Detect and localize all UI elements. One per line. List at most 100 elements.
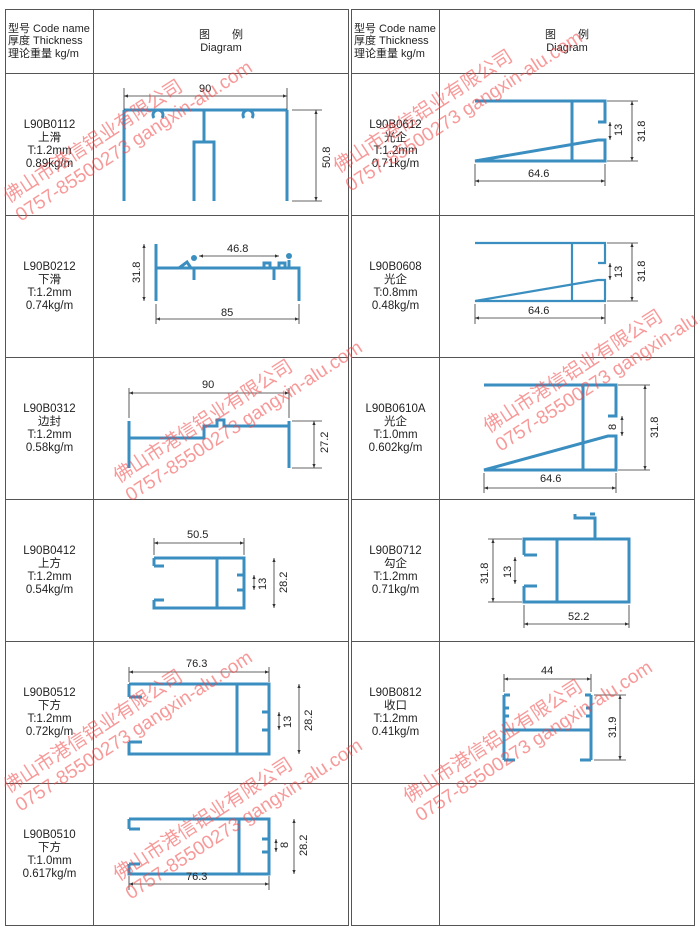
profile-diagram: 90 50.8 [122, 83, 333, 202]
dim-label: 64.6 [540, 473, 561, 485]
dim-label: 52.2 [568, 611, 589, 623]
dim-label: 28.2 [278, 572, 290, 593]
dim-label: 50.5 [187, 529, 208, 541]
dim-label: 31.8 [479, 563, 491, 584]
dim-label: 13 [257, 578, 269, 590]
dim-label: 27.2 [319, 432, 331, 453]
diagram-en: Diagram [546, 41, 588, 54]
profile-diagram: 8 31.8 64.6 [483, 383, 661, 493]
dim-label: 44 [541, 665, 553, 677]
profile-name: 上方 [38, 557, 61, 570]
profile-diagram: 44 31.9 [502, 665, 626, 762]
dim-label: 31.8 [636, 261, 648, 282]
profile-thickness: T:1.2mm [27, 428, 72, 441]
dim-label: 28.2 [298, 835, 310, 856]
profile-diagram: 8 28.2 76.3 [127, 817, 310, 890]
dim-label: 13 [613, 266, 625, 278]
dim-label: 13 [613, 124, 625, 136]
code-label: 型号 Code name [354, 22, 436, 35]
profile-weight: 0.54kg/m [25, 583, 74, 596]
dim-label: 31.8 [649, 417, 661, 438]
profile-thickness: T:1.2mm [27, 712, 72, 725]
diagram-en: Diagram [200, 41, 242, 54]
profile-weight: 0.89kg/m [25, 157, 74, 170]
profile-name: 上滑 [38, 131, 61, 144]
profile-code: L90B0512 [23, 686, 76, 699]
profile-code: L90B0412 [23, 544, 76, 557]
empty-cell [351, 783, 440, 926]
thickness-label: 厚度 Thickness [354, 35, 429, 48]
profile-thickness: T:1.0mm [373, 428, 418, 441]
profile-thickness: T:1.2mm [27, 144, 72, 157]
profile-weight: 0.617kg/m [22, 867, 77, 880]
profile-name: 下方 [38, 841, 61, 854]
profile-code: L90B0212 [23, 260, 76, 273]
dim-label: 76.3 [186, 871, 207, 883]
dim-label: 46.8 [227, 243, 248, 255]
profile-name: 收口 [384, 699, 407, 712]
profile-name: 光企 [384, 131, 407, 144]
profile-code: L90B0612 [369, 118, 422, 131]
profile-weight: 0.71kg/m [371, 157, 420, 170]
profile-diagram: 90 27.2 [127, 379, 331, 469]
profile-code: L90B0510 [23, 828, 76, 841]
profile-name: 边封 [38, 415, 61, 428]
dim-label: 85 [221, 307, 233, 319]
dim-label: 90 [202, 379, 214, 391]
profile-thickness: T:1.2mm [373, 712, 418, 725]
profile-code: L90B0312 [23, 402, 76, 415]
profile-code: L90B0112 [23, 118, 76, 131]
profile-diagram: 76.3 13 28.2 [127, 658, 315, 756]
profile-diagram: 46.8 31.8 85 [131, 243, 301, 324]
profile-diagram: 50.5 13 28.2 [152, 529, 290, 610]
profile-weight: 0.602kg/m [368, 441, 423, 454]
profile-thickness: T:1.0mm [27, 854, 72, 867]
profile-diagram: 13 31.8 64.6 [474, 241, 648, 324]
profile-thickness: T:1.2mm [373, 570, 418, 583]
profile-diagram: 13 31.8 64.6 [474, 99, 648, 186]
profile-name: 勾企 [384, 557, 407, 570]
table-row-empty [351, 783, 695, 926]
profile-diagram: 31.8 13 52.2 [479, 512, 631, 628]
profile-thickness: T:0.8mm [373, 286, 418, 299]
profile-code: L90B0608 [369, 260, 422, 273]
dim-label: 13 [282, 716, 294, 728]
profile-thickness: T:1.2mm [27, 286, 72, 299]
empty-cell [439, 783, 695, 926]
profile-code: L90B0610A [365, 402, 426, 415]
profile-code: L90B0812 [369, 686, 422, 699]
weight-label: 理论重量 kg/m [354, 47, 425, 60]
dim-label: 76.3 [186, 658, 207, 670]
profile-weight: 0.74kg/m [25, 299, 74, 312]
profile-weight: 0.72kg/m [25, 725, 74, 738]
dim-label: 64.6 [528, 305, 549, 317]
diagram-cn: 图 例 [199, 28, 243, 41]
profile-name: 光企 [384, 415, 407, 428]
dim-label: 50.8 [321, 147, 333, 168]
